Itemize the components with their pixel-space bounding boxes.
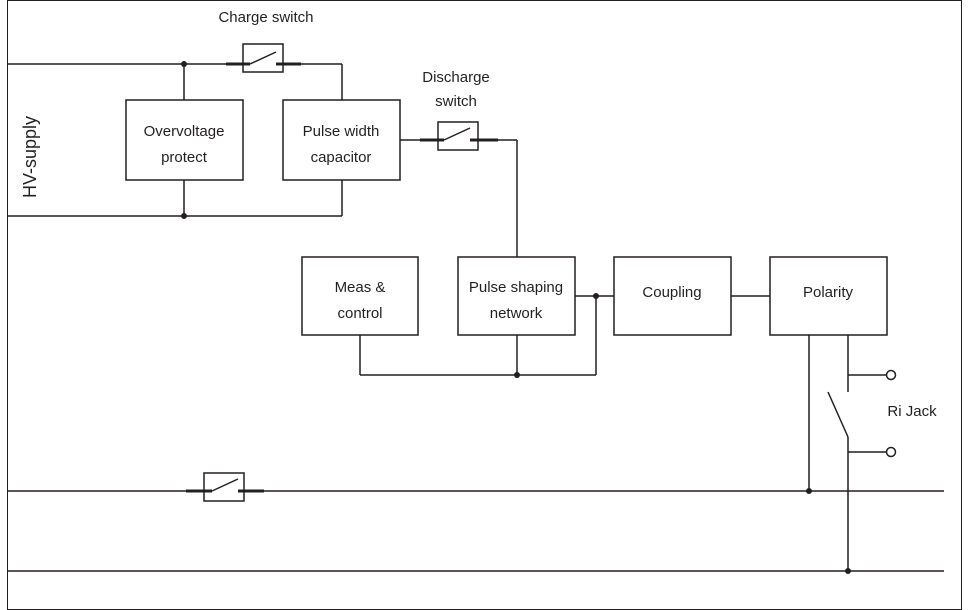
ri-jack-label: Ri Jack bbox=[887, 403, 937, 420]
discharge-switch-label: Discharge bbox=[422, 69, 490, 86]
junction-dot bbox=[845, 568, 851, 574]
coupling-box bbox=[613, 256, 732, 336]
middle-wires bbox=[359, 295, 770, 376]
charge-switch bbox=[226, 43, 342, 73]
pulse-shaping-network-label: Pulse shaping bbox=[469, 279, 563, 296]
junction-dot bbox=[181, 61, 187, 67]
junction-dot bbox=[181, 213, 187, 219]
pulse-width-capacitor-label: capacitor bbox=[311, 149, 372, 166]
meas-control-label: control bbox=[337, 305, 382, 322]
ri-jack-terminal bbox=[885, 446, 897, 458]
junction-dot bbox=[806, 488, 812, 494]
overvoltage-protect-label: Overvoltage bbox=[144, 123, 225, 140]
overvoltage-protect-box bbox=[125, 99, 244, 181]
polarity-output-wires bbox=[808, 335, 886, 571]
junction-dot bbox=[514, 372, 520, 378]
pulse-shaping-network-label: network bbox=[490, 305, 543, 322]
pulse-shaping-network-box bbox=[457, 256, 576, 336]
overvoltage-branch-wires bbox=[183, 64, 343, 216]
ri-jack-terminal bbox=[885, 369, 897, 381]
meas-control-label: Meas & bbox=[335, 279, 386, 296]
charge-switch-label: Charge switch bbox=[218, 9, 313, 26]
overvoltage-protect-label: protect bbox=[161, 149, 208, 166]
meas-control-box bbox=[301, 256, 419, 336]
discharge-switch bbox=[400, 121, 518, 257]
pulse-width-capacitor-label: Pulse width bbox=[303, 123, 380, 140]
polarity-label: Polarity bbox=[803, 284, 854, 301]
junction-dot bbox=[593, 293, 599, 299]
discharge-switch-label: switch bbox=[435, 93, 477, 110]
pulse-width-capacitor-box bbox=[282, 99, 401, 181]
bottom-rail-upper bbox=[8, 478, 944, 493]
hv-supply-label: HV-supply bbox=[20, 116, 40, 198]
coupling-label: Coupling bbox=[642, 284, 701, 301]
hv-supply-rails bbox=[8, 63, 342, 217]
bottom-switch bbox=[203, 472, 245, 502]
